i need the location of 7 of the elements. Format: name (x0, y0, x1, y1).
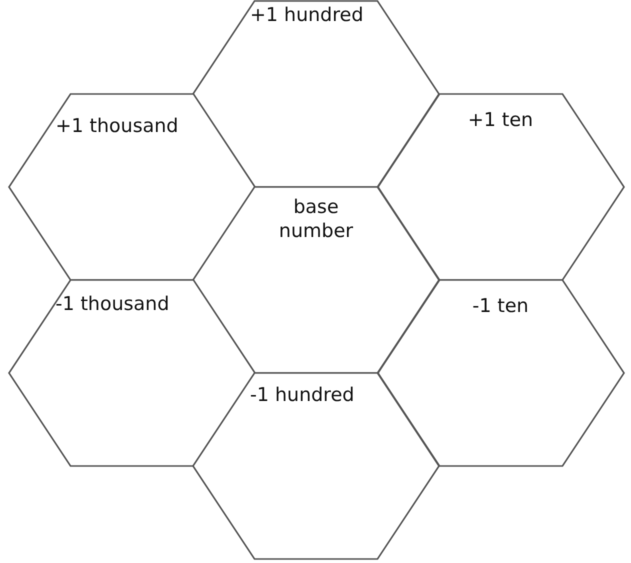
prompt-text: +1 ten (466, 108, 534, 132)
prompt-text: -1 hundred (250, 383, 356, 407)
prompt-text: +1 thousand (56, 114, 180, 138)
prompt-text: base number (278, 195, 354, 243)
prompt-text: -1 ten (471, 294, 530, 318)
prompt-text: +1 hundred (250, 3, 364, 27)
prompt-text: -1 thousand (56, 292, 170, 316)
